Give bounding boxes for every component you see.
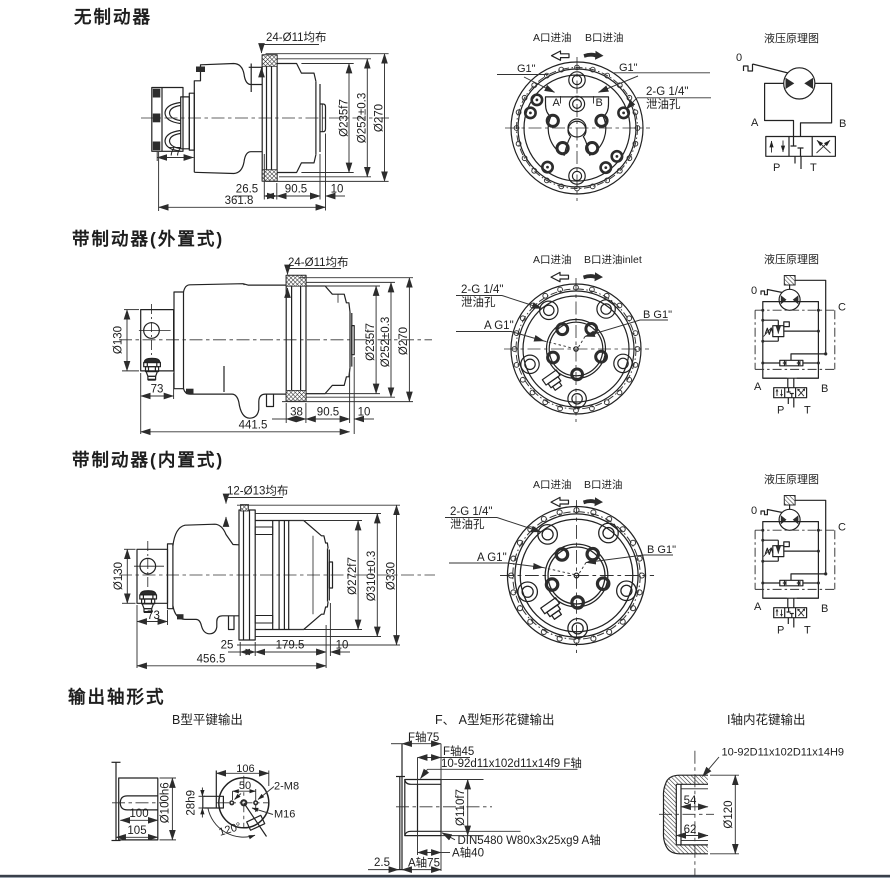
svg-text:105: 105 xyxy=(127,825,146,837)
svg-text:77: 77 xyxy=(169,147,182,159)
svg-text:10-92d11x102d11x14f9 F轴: 10-92d11x102d11x14f9 F轴 xyxy=(441,756,582,770)
svg-text:25: 25 xyxy=(221,640,234,652)
svg-text:A G1": A G1" xyxy=(477,552,507,564)
svg-text:泄油孔: 泄油孔 xyxy=(646,97,681,111)
svg-text:90.5: 90.5 xyxy=(317,407,339,419)
svg-text:73: 73 xyxy=(147,610,160,622)
svg-text:Ø330: Ø330 xyxy=(386,562,398,590)
svg-text:A: A xyxy=(553,97,561,109)
svg-text:26.5: 26.5 xyxy=(236,184,258,196)
svg-text:2-G 1/4": 2-G 1/4" xyxy=(646,86,688,98)
svg-text:F轴75: F轴75 xyxy=(408,730,439,744)
svg-text:2-G 1/4": 2-G 1/4" xyxy=(450,506,492,518)
svg-text:24-Ø11均布: 24-Ø11均布 xyxy=(288,256,349,269)
svg-text:Ø252±0.3: Ø252±0.3 xyxy=(357,93,369,143)
svg-text:2-G 1/4": 2-G 1/4" xyxy=(461,284,503,296)
svg-text:100: 100 xyxy=(129,808,148,820)
svg-text:带制动器(外置式): 带制动器(外置式) xyxy=(72,229,224,249)
svg-text:54: 54 xyxy=(684,795,697,807)
svg-text:I轴内花键输出: I轴内花键输出 xyxy=(727,712,805,727)
svg-text:B型平键输出: B型平键输出 xyxy=(172,712,243,727)
svg-text:179.5: 179.5 xyxy=(276,640,305,652)
svg-text:Ø100h6: Ø100h6 xyxy=(160,782,172,823)
svg-text:Ø252±0.3: Ø252±0.3 xyxy=(380,317,392,367)
svg-text:441.5: 441.5 xyxy=(239,419,268,431)
svg-text:73: 73 xyxy=(151,384,164,396)
svg-text:456.5: 456.5 xyxy=(197,654,226,666)
svg-text:F、 A型矩形花键输出: F、 A型矩形花键输出 xyxy=(435,712,554,727)
svg-text:10-92D11x102D11x14H9: 10-92D11x102D11x14H9 xyxy=(722,746,845,758)
svg-text:泄油孔: 泄油孔 xyxy=(450,517,485,531)
svg-text:DIN5480 W80x3x25xg9 A轴: DIN5480 W80x3x25xg9 A轴 xyxy=(458,833,601,847)
svg-text:Ø130: Ø130 xyxy=(113,562,125,590)
svg-text:Ø235f7: Ø235f7 xyxy=(339,99,351,137)
svg-text:A G1": A G1" xyxy=(484,320,514,332)
svg-text:P: P xyxy=(777,405,784,417)
svg-text:Ø130: Ø130 xyxy=(113,326,125,354)
svg-text:10: 10 xyxy=(358,407,371,419)
svg-text:50: 50 xyxy=(239,780,251,792)
svg-text:Ø310±0.3: Ø310±0.3 xyxy=(366,551,378,601)
svg-text:Ø110f7: Ø110f7 xyxy=(455,789,467,826)
svg-text:Ø120: Ø120 xyxy=(723,800,735,828)
svg-text:361.8: 361.8 xyxy=(225,195,254,207)
svg-text:24-Ø11均布: 24-Ø11均布 xyxy=(266,31,327,44)
svg-text:B: B xyxy=(821,383,828,395)
svg-text:0: 0 xyxy=(751,285,757,297)
svg-text:C: C xyxy=(838,302,846,314)
svg-text:B: B xyxy=(596,97,603,109)
svg-text:12-Ø13均布: 12-Ø13均布 xyxy=(227,485,288,498)
svg-text:2.5: 2.5 xyxy=(374,857,390,869)
svg-text:B G1": B G1" xyxy=(647,544,676,556)
svg-text:B口进油: B口进油 xyxy=(585,31,624,44)
svg-text:液压原理图: 液压原理图 xyxy=(764,472,819,486)
svg-text:10: 10 xyxy=(336,640,349,652)
svg-text:10: 10 xyxy=(331,184,344,196)
svg-text:Ø235f7: Ø235f7 xyxy=(365,323,377,361)
svg-text:A口进油: A口进油 xyxy=(533,253,572,266)
svg-text:90.5: 90.5 xyxy=(285,184,307,196)
svg-text:Ø272f7: Ø272f7 xyxy=(347,557,359,595)
svg-text:泄油孔: 泄油孔 xyxy=(461,295,496,309)
svg-text:0: 0 xyxy=(736,52,742,64)
svg-text:带制动器(内置式): 带制动器(内置式) xyxy=(72,450,224,470)
svg-text:液压原理图: 液压原理图 xyxy=(764,252,819,266)
svg-text:A: A xyxy=(751,117,759,129)
svg-text:A: A xyxy=(754,381,762,393)
svg-text:B: B xyxy=(839,118,846,130)
svg-text:输出轴形式: 输出轴形式 xyxy=(68,687,166,707)
svg-text:F轴45: F轴45 xyxy=(443,744,474,758)
svg-text:G1": G1" xyxy=(619,62,638,74)
svg-text:液压原理图: 液压原理图 xyxy=(764,31,819,45)
svg-text:A口进油: A口进油 xyxy=(533,478,572,491)
svg-text:Ø270: Ø270 xyxy=(374,104,386,132)
svg-text:P: P xyxy=(773,162,780,174)
svg-text:B口进油: B口进油 xyxy=(584,478,623,491)
svg-text:Ø270: Ø270 xyxy=(398,327,410,355)
svg-text:B口进油inlet: B口进油inlet xyxy=(584,253,642,266)
svg-text:A轴75: A轴75 xyxy=(408,855,440,869)
svg-text:106: 106 xyxy=(236,763,254,775)
svg-text:2-M8: 2-M8 xyxy=(274,781,299,793)
svg-text:A轴40: A轴40 xyxy=(452,845,484,859)
svg-text:A口进油: A口进油 xyxy=(533,31,572,44)
svg-text:G1": G1" xyxy=(517,63,536,75)
svg-text:38: 38 xyxy=(290,407,303,419)
svg-text:B G1": B G1" xyxy=(643,309,672,321)
svg-text:62: 62 xyxy=(684,824,697,836)
svg-text:T: T xyxy=(810,162,817,174)
svg-text:无制动器: 无制动器 xyxy=(74,7,152,27)
svg-text:28h9: 28h9 xyxy=(186,790,198,816)
svg-text:M16: M16 xyxy=(274,809,295,821)
svg-text:T: T xyxy=(804,405,811,417)
